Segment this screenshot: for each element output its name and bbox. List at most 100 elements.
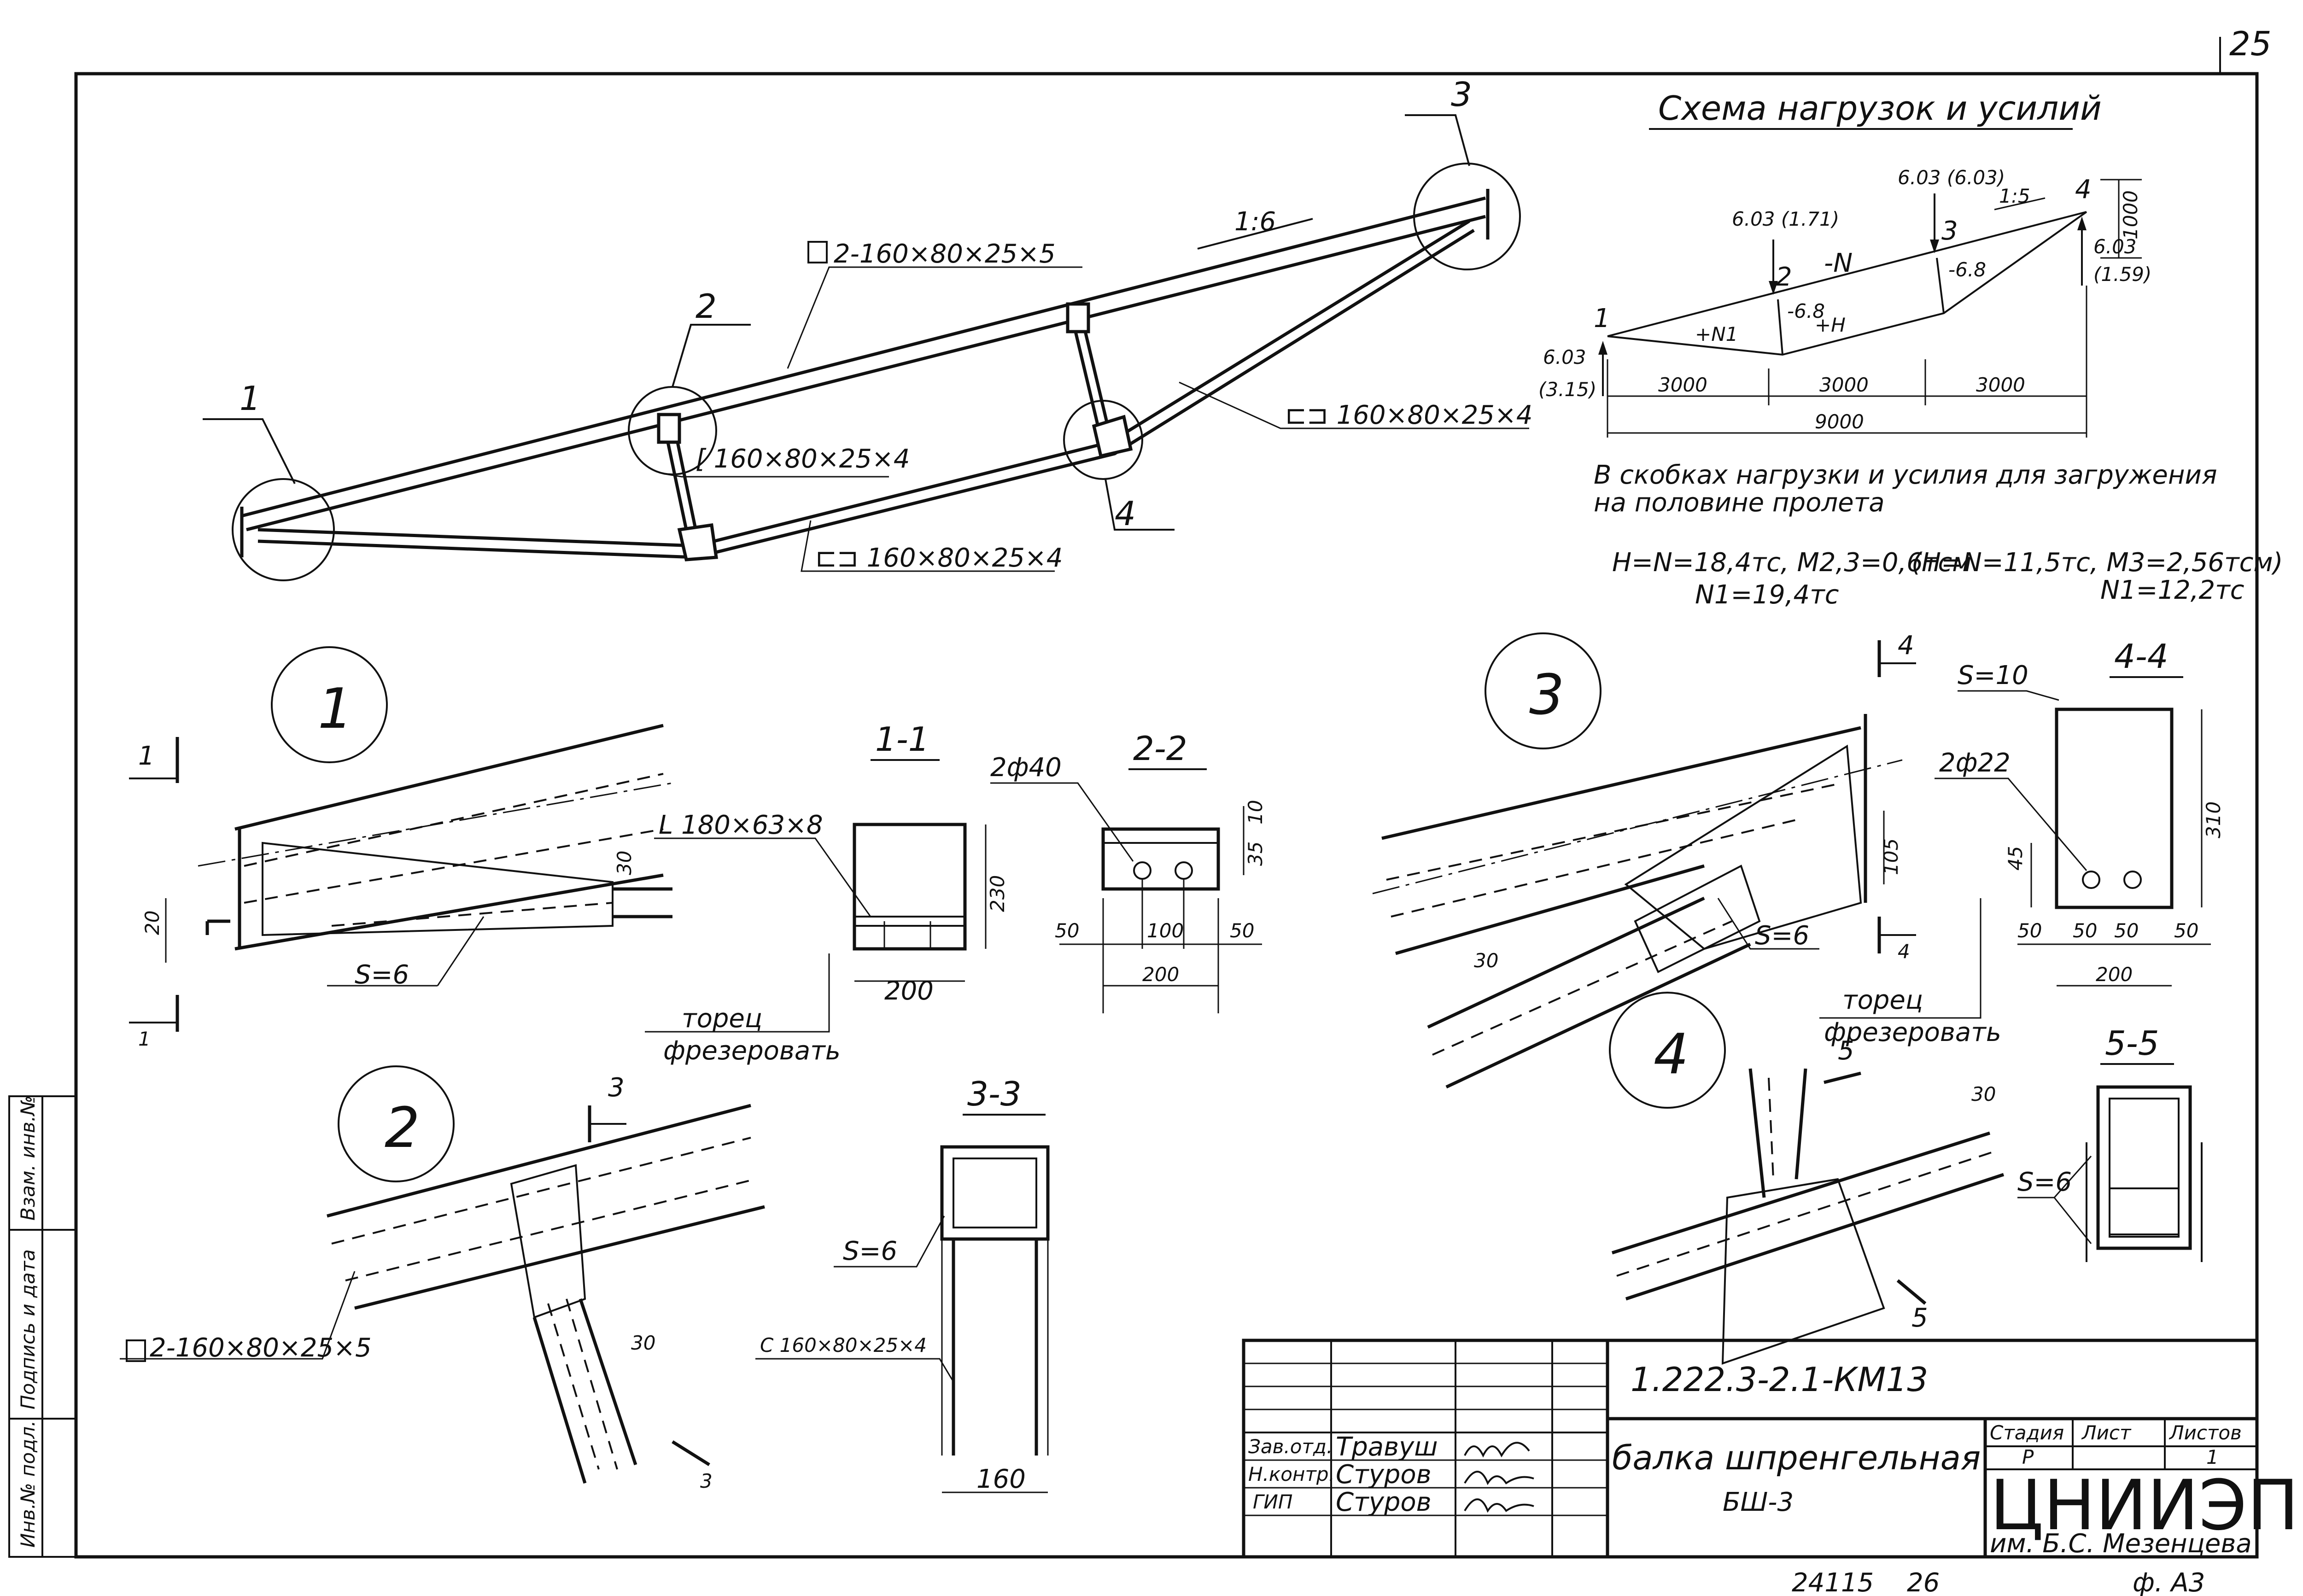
signature-3 [1464, 1498, 1534, 1513]
org-name: ЦНИИЭП [1990, 1466, 2299, 1546]
section-1-1-title: 1-1 [875, 720, 929, 759]
detail1-dim-20: 20 [141, 911, 164, 935]
detail2-section-mark-top: 3 [608, 1073, 625, 1103]
slope-main: 1:6 [1234, 207, 1276, 237]
strut-right [1074, 331, 1100, 429]
detail-1: 1 1 1 20 30 S=6 [129, 646, 673, 1050]
section-2-2-dim-10: 10 [1244, 800, 1267, 824]
title-block: 1.222.3-2.1-КМ13 Зав.отд. Н.контр. ГИП Т… [1242, 1339, 2299, 1559]
stamp-sign: Подпись и дата [17, 1249, 39, 1409]
role-2: Н.контр. [1248, 1463, 1335, 1485]
reaction-left: 6.03 [1543, 346, 1586, 368]
node-circle-1 [232, 478, 335, 581]
title-doc-code: 1.222.3-2.1-КМ13 [1631, 1360, 1928, 1399]
page-number: 25 [2229, 24, 2272, 63]
scheme-node-1: 1 [1594, 304, 1610, 333]
reaction-right: 6.03 [2093, 235, 2137, 258]
note-line4-paren: N1=12,2тс [2100, 575, 2245, 605]
detail2-chord-label: 2-160×80×25×5 [150, 1333, 372, 1363]
scheme-node-4: 4 [2075, 175, 2092, 205]
sheets-total: 1 [2206, 1446, 2219, 1468]
section-4-4-total: 200 [2096, 963, 2133, 986]
detail3-note1: торец [1842, 985, 1923, 1015]
node-circle-4 [1063, 400, 1143, 480]
detail-2-id: 2 [385, 1096, 420, 1160]
section-4-4-plate: S=10 [1958, 661, 2028, 690]
section-4-4-dim-b: 50 [2073, 919, 2097, 942]
detail-2: 2 3 3 30 2-160×80×25×5 [120, 1065, 765, 1492]
section-3-3-plate: S=6 [843, 1236, 897, 1266]
section-3-3-title: 3-3 [967, 1075, 1022, 1113]
detail2-section-mark-bottom: 3 [700, 1470, 713, 1492]
title-line2: БШ-3 [1723, 1487, 1794, 1517]
force-bottom-mid: +H [1815, 314, 1846, 336]
detail3-section-mark-bottom: 4 [1898, 940, 1910, 963]
detail4-section-mark-top: 5 [1838, 1036, 1854, 1066]
stamp-inv: Инв.№ подл. [17, 1421, 39, 1548]
section-2-2-title: 2-2 [1133, 729, 1187, 768]
section-2-2-holes: 2ф40 [990, 753, 1062, 783]
name-3: Стуров [1336, 1487, 1432, 1517]
note-line3: H=N=18,4тс, M2,3=0,6тсм [1612, 548, 1972, 578]
note-line1: В скобках нагрузки и усилия для загружен… [1594, 460, 2217, 490]
detail3-dim-105: 105 [1880, 838, 1902, 875]
sheets-header: Листов [2169, 1421, 2242, 1444]
section-5-5-title: 5-5 [2105, 1024, 2159, 1063]
section-3-3-profile: C 160×80×25×4 [760, 1334, 927, 1356]
detail1-plate: S=6 [355, 960, 409, 990]
detail2-dim-30: 30 [631, 1332, 655, 1354]
section-3-3-width: 160 [976, 1464, 1026, 1494]
node-circle-3 [1413, 163, 1521, 270]
callout-4: 4 [1115, 494, 1136, 533]
force-strut-left: -6.8 [1787, 300, 1825, 322]
scheme-top [1607, 211, 2087, 337]
detail1-section-mark-top: 1 [138, 741, 155, 771]
bottom-chord-label-left: ⊏⊐ 160×80×25×4 [815, 543, 1063, 573]
scheme-bottom [1607, 211, 2087, 356]
detail4-section-mark-bottom: 5 [1911, 1303, 1928, 1333]
section-4-4-dim-d: 50 [2174, 919, 2198, 942]
stage-value: Р [2022, 1446, 2034, 1468]
bottom-chord-label-right: ⊏⊐ 160×80×25×4 [1285, 400, 1532, 430]
scheme-slope: 1:5 [1999, 185, 2030, 207]
force-strut-right: -6.8 [1948, 258, 1986, 281]
role-1: Зав.отд. [1248, 1435, 1333, 1458]
detail3-plate: S=6 [1755, 921, 1809, 951]
section-4-4-title: 4-4 [2114, 637, 2169, 676]
detail-3-id: 3 [1529, 663, 1564, 727]
reaction-right-paren: (1.59) [2093, 263, 2151, 286]
strut-left [666, 442, 688, 530]
sheet-header: Лист [2081, 1421, 2132, 1444]
force-bottom-left: +N1 [1695, 323, 1738, 345]
section-1-1: 1-1 230 200 L 180×63×8 торец фрезеровать [645, 720, 1009, 1066]
note-line4: N1=19,4тс [1695, 580, 1839, 610]
reaction-left-paren: (3.15) [1538, 378, 1596, 401]
scheme-node-3: 3 [1941, 216, 1958, 246]
span-2: 3000 [1819, 374, 1869, 396]
section-2-2: 2-2 2ф40 50 100 50 200 10 35 [990, 729, 1267, 1013]
section-2-2-dim-b: 100 [1147, 919, 1184, 942]
notes: В скобках нагрузки и усилия для загружен… [1594, 460, 2283, 610]
detail3-dim-30: 30 [1474, 949, 1498, 972]
section-4-4-dim-a: 50 [2017, 919, 2042, 942]
role-3: ГИП [1253, 1491, 1292, 1513]
signature-1 [1464, 1442, 1530, 1458]
section-1-1-angle: L 180×63×8 [659, 810, 823, 840]
signature-2 [1464, 1471, 1534, 1485]
detail-4-id: 4 [1654, 1023, 1689, 1087]
bottom-chord [257, 220, 1470, 548]
struts-label: [ 160×80×25×4 [696, 444, 910, 474]
top-chord-label: 2-160×80×25×5 [834, 239, 1056, 269]
detail3-note2: фрезеровать [1824, 1017, 2001, 1047]
detail-4: 4 30 5 5 [1609, 992, 2005, 1365]
detail4-dim-30: 30 [1971, 1083, 1996, 1105]
section-3-3: 3-3 S=6 C 160×80×25×4 160 [755, 1075, 1050, 1494]
section-1-1-width: 200 [884, 976, 934, 1006]
span-3: 3000 [1976, 374, 2025, 396]
scheme-node-2: 2 [1776, 262, 1792, 292]
section-4-4-holes: 2ф22 [1939, 748, 2011, 778]
detail3-section-mark-top: 4 [1898, 631, 1914, 661]
title-line1: балка шпренгельная [1612, 1438, 1981, 1477]
section-2-2-dim-35: 35 [1244, 842, 1267, 866]
